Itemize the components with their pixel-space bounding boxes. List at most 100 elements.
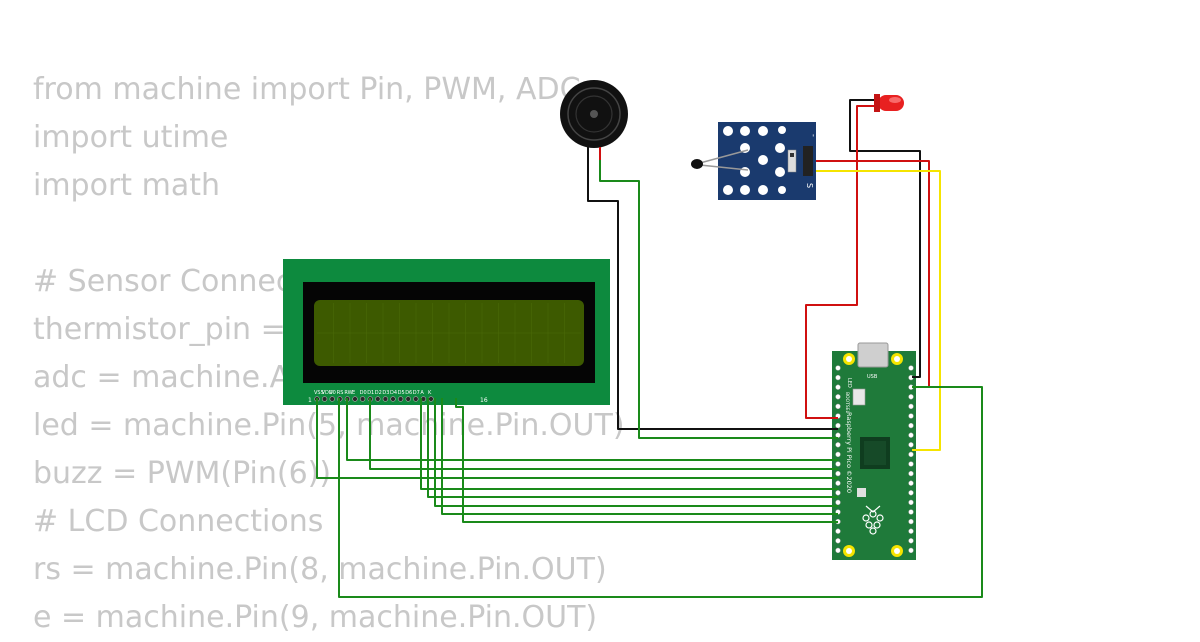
wire-led-gnd[interactable] xyxy=(849,99,921,378)
pico-pin-left[interactable] xyxy=(835,432,841,438)
pico-usb-label: USB xyxy=(867,374,878,380)
pico-pin-right[interactable] xyxy=(908,547,914,554)
code-line: buzz = PWM(Pin(6)) xyxy=(33,456,332,491)
pico-pin-left[interactable] xyxy=(835,470,841,477)
sensor-pin-signal: S xyxy=(805,183,814,188)
temperature-sensor-module[interactable]: - S xyxy=(691,122,818,200)
wire-buzzer-gnd[interactable] xyxy=(587,160,838,430)
sensor-pad xyxy=(775,143,785,153)
lcd-pin-label: VSS xyxy=(314,390,324,396)
pico-led-label: LED xyxy=(846,378,852,388)
pico-pin-left[interactable] xyxy=(835,499,841,506)
pico-pin-right[interactable] xyxy=(908,394,914,400)
wire-lcd-vdd[interactable] xyxy=(316,398,838,479)
pico-pin-left[interactable] xyxy=(835,490,841,496)
wire-sensor-signal[interactable] xyxy=(816,170,941,451)
pico-pin-right[interactable] xyxy=(908,413,914,419)
lcd-pin[interactable] xyxy=(382,396,389,402)
buzzer-ring xyxy=(567,87,621,141)
code-line: from machine import Pin, PWM, ADC xyxy=(33,72,581,107)
wire-lcd-d4[interactable] xyxy=(420,398,838,490)
lcd-pin[interactable] xyxy=(352,396,358,402)
lcd-pin[interactable] xyxy=(329,396,335,402)
wire-lcd-vss[interactable] xyxy=(338,386,983,598)
lcd-pin-label: D0 xyxy=(360,390,367,396)
wire-lcd-a[interactable] xyxy=(455,398,838,523)
lcd-pin[interactable] xyxy=(428,396,434,402)
pico-pin-left[interactable] xyxy=(835,480,841,486)
pico-mount-hole-center xyxy=(894,548,900,554)
pico-pin-right[interactable] xyxy=(908,490,914,496)
pico-board-text: Raspberry Pi Pico ©2020 xyxy=(845,412,853,493)
lcd-pin[interactable] xyxy=(359,396,366,402)
pico-pin-left[interactable] xyxy=(835,547,841,554)
lcd-pin[interactable] xyxy=(397,396,404,402)
lcd-pin[interactable] xyxy=(375,396,381,402)
wire-lcd-rs[interactable] xyxy=(346,398,838,461)
pico-pin-right[interactable] xyxy=(908,451,914,458)
wire-buzzer-signal[interactable] xyxy=(599,160,838,439)
pico-pin-right[interactable] xyxy=(908,365,914,371)
code-line: import math xyxy=(33,168,220,203)
pico-pin-right[interactable] xyxy=(908,422,914,429)
sensor-pad xyxy=(740,126,750,136)
thermistor-lead xyxy=(699,149,749,164)
pico-pin-right[interactable] xyxy=(908,499,914,506)
lcd-pin[interactable] xyxy=(405,396,411,402)
sensor-pad xyxy=(778,186,786,194)
wire-lcd-d7[interactable] xyxy=(441,398,838,515)
lcd-pin[interactable] xyxy=(390,396,396,402)
lcd-pin-label: D1 xyxy=(367,390,374,396)
code-line: # LCD Connections xyxy=(33,504,324,539)
sensor-pad xyxy=(775,167,785,177)
code-line: import utime xyxy=(33,120,229,155)
sensor-mount-hole xyxy=(723,185,733,195)
pico-usb-port xyxy=(857,342,889,368)
pico-pin-right[interactable] xyxy=(908,470,914,477)
sensor-pin-minus: - xyxy=(809,134,818,137)
pico-pin-left[interactable] xyxy=(835,461,841,467)
pico-pin-left[interactable] xyxy=(835,384,841,390)
pico-pin-row xyxy=(835,365,914,554)
pico-pin-right[interactable] xyxy=(908,403,914,410)
pico-pin-right[interactable] xyxy=(908,432,914,438)
sensor-mount-hole xyxy=(723,126,733,136)
pico-pin-left[interactable] xyxy=(835,374,841,381)
wire-led-signal[interactable] xyxy=(805,105,874,419)
wire-lcd-d6[interactable] xyxy=(434,398,838,507)
pico-pin-right[interactable] xyxy=(908,538,914,544)
pico-pin-left[interactable] xyxy=(835,365,841,371)
pico-pin-right[interactable] xyxy=(908,528,914,534)
pico-bootsel-button[interactable] xyxy=(852,388,866,406)
wires xyxy=(316,99,983,598)
raspberry-pi-pico[interactable]: USB LED BOOTSEL Raspberry Pi Pico ©2020 xyxy=(832,342,916,560)
sensor-pad xyxy=(758,126,768,136)
pico-pin-right[interactable] xyxy=(908,442,914,448)
led-highlight xyxy=(889,97,901,103)
pico-pin-left[interactable] xyxy=(835,422,841,429)
pico-pin-left[interactable] xyxy=(835,451,841,458)
pico-pin-right[interactable] xyxy=(908,518,914,525)
wire-lcd-e[interactable] xyxy=(369,398,838,470)
pico-pin-right[interactable] xyxy=(908,480,914,486)
code-line: rs = machine.Pin(8, machine.Pin.OUT) xyxy=(33,552,607,587)
wire-lcd-d5[interactable] xyxy=(427,398,838,498)
pico-pin-left[interactable] xyxy=(835,538,841,544)
pico-pin-left[interactable] xyxy=(835,528,841,534)
lcd-pin-label: A xyxy=(420,390,424,396)
pico-pin-left[interactable] xyxy=(835,442,841,448)
lcd-pin[interactable] xyxy=(413,396,419,402)
lcd-pin[interactable] xyxy=(321,396,328,402)
lcd-pin-label: D2 xyxy=(375,390,382,396)
buzzer[interactable] xyxy=(560,80,628,160)
pico-pin-right[interactable] xyxy=(908,509,914,515)
pico-pin-left[interactable] xyxy=(835,394,841,400)
pico-pin-left[interactable] xyxy=(835,403,841,410)
lcd-pin-label: RS xyxy=(337,390,344,396)
pico-pin-right[interactable] xyxy=(908,461,914,467)
lcd-pin-label: D3 xyxy=(382,390,389,396)
code-line: e = machine.Pin(9, machine.Pin.OUT) xyxy=(33,600,598,635)
red-led[interactable] xyxy=(874,94,904,112)
